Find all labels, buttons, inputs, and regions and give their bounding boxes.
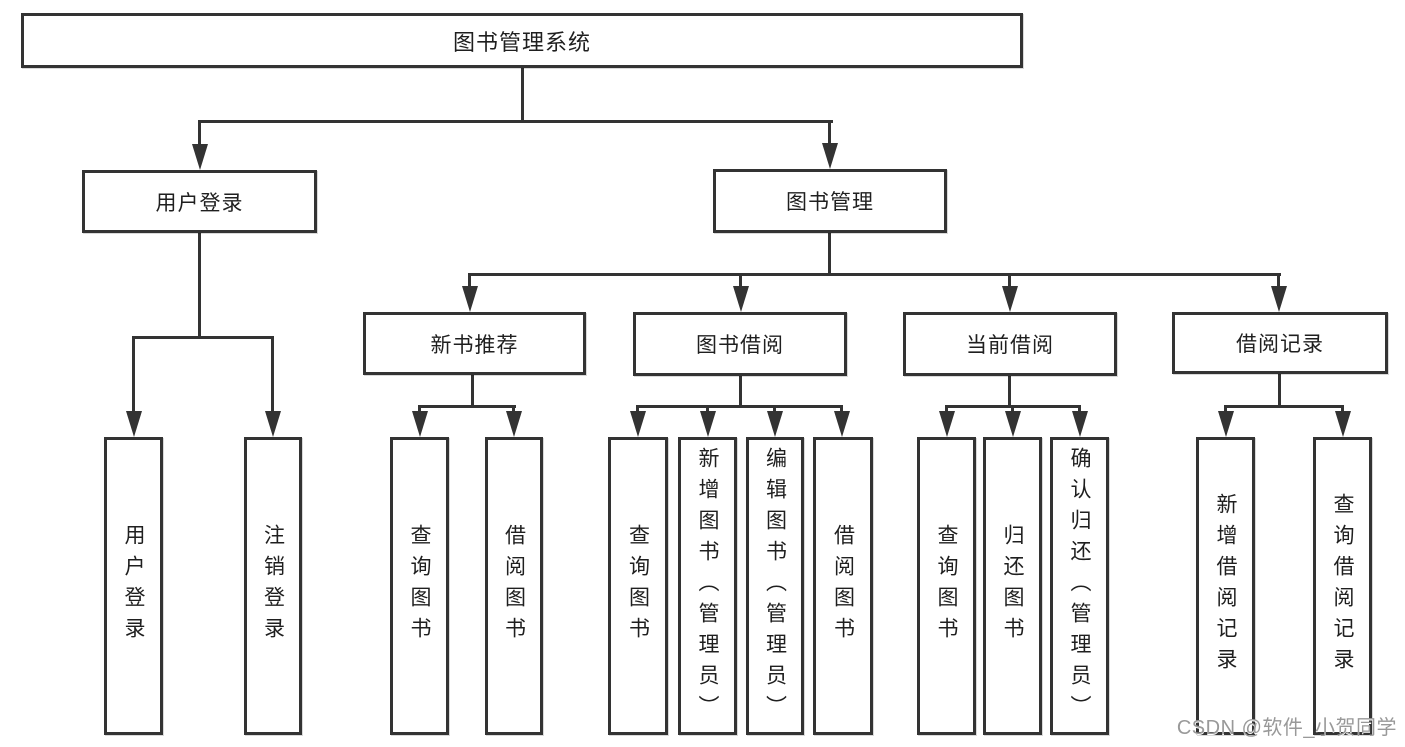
node-label: 新书推荐 bbox=[430, 333, 519, 357]
arrow-down-icon bbox=[1218, 411, 1234, 437]
arrow-down-icon bbox=[822, 143, 838, 169]
node-library-system: 图书管理系统 bbox=[21, 13, 1023, 68]
leaf-label: 确认归还（管理员） bbox=[1068, 446, 1091, 726]
node-label: 图书管理 bbox=[786, 191, 874, 214]
connector-drop-user-login bbox=[198, 123, 201, 144]
connector-drop-borrow-query bbox=[636, 408, 639, 411]
connector-drop-borrow-records bbox=[1277, 276, 1280, 286]
node-label: 当前借阅 bbox=[966, 334, 1054, 357]
connector-drop-current-query bbox=[945, 408, 948, 411]
connector-root-stem bbox=[521, 66, 524, 122]
leaf-add-borrow-record: 新增借阅记录 bbox=[1196, 437, 1255, 735]
arrow-down-icon bbox=[1005, 411, 1021, 437]
leaf-user-login: 用户登录 bbox=[104, 437, 163, 735]
connector-drop-current-return bbox=[1011, 408, 1014, 411]
connector-drop-borrow-edit bbox=[773, 408, 776, 411]
arrow-down-icon bbox=[1271, 286, 1287, 312]
leaf-label: 编辑图书（管理员） bbox=[763, 446, 787, 726]
leaf-label: 借阅图书 bbox=[831, 524, 855, 648]
arrow-down-icon bbox=[630, 411, 646, 437]
arrow-down-icon bbox=[1335, 411, 1351, 437]
leaf-label: 查询图书 bbox=[935, 524, 958, 648]
arrow-down-icon bbox=[126, 411, 142, 437]
arrow-down-icon bbox=[834, 411, 850, 437]
connector-group-a-rail bbox=[132, 336, 274, 339]
leaf-logout-login: 注销登录 bbox=[244, 437, 302, 735]
arrow-down-icon bbox=[506, 411, 522, 437]
leaf-add-books-admin: 新增图书（管理员） bbox=[678, 437, 737, 735]
arrow-down-icon bbox=[1002, 286, 1018, 312]
node-current-borrowing: 当前借阅 bbox=[903, 312, 1117, 376]
connector-drop-new-book-rec bbox=[468, 276, 471, 286]
arrow-down-icon bbox=[700, 411, 716, 437]
leaf-query-books-recommend: 查询图书 bbox=[390, 437, 449, 735]
watermark: CSDN @软件_小贺同学 bbox=[1176, 717, 1397, 739]
connector-borrow-records-stem bbox=[1278, 374, 1281, 407]
connector-drop-rec-borrow bbox=[512, 408, 515, 411]
arrow-down-icon bbox=[1072, 411, 1088, 437]
node-book-management: 图书管理 bbox=[713, 169, 947, 233]
arrow-down-icon bbox=[412, 411, 428, 437]
connector-user-login-stem bbox=[198, 233, 201, 338]
arrow-down-icon bbox=[733, 286, 749, 312]
leaf-label: 查询图书 bbox=[408, 524, 431, 648]
node-label: 图书借阅 bbox=[696, 334, 784, 357]
connector-book-mgmt-stem bbox=[828, 233, 831, 275]
leaf-query-books-borrowing: 查询图书 bbox=[608, 437, 668, 735]
node-label: 借阅记录 bbox=[1236, 333, 1324, 356]
connector-drop-current-borrow bbox=[1008, 276, 1011, 286]
connector-drop-current-confirm bbox=[1078, 408, 1081, 411]
leaf-label: 新增借阅记录 bbox=[1214, 493, 1237, 679]
node-user-login: 用户登录 bbox=[82, 170, 317, 233]
arrow-down-icon bbox=[939, 411, 955, 437]
node-book-borrowing: 图书借阅 bbox=[633, 312, 847, 376]
node-new-book-recommend: 新书推荐 bbox=[363, 312, 586, 375]
leaf-confirm-return-admin: 确认归还（管理员） bbox=[1050, 437, 1109, 735]
connector-book-borrow-stem bbox=[739, 375, 742, 405]
connector-group-b-rail bbox=[418, 405, 516, 408]
node-borrowing-records: 借阅记录 bbox=[1172, 312, 1388, 374]
leaf-label: 归还图书 bbox=[1001, 524, 1024, 648]
connector-group-e-rail bbox=[1224, 405, 1344, 408]
leaf-label: 查询图书 bbox=[626, 524, 650, 648]
leaf-edit-books-admin: 编辑图书（管理员） bbox=[746, 437, 804, 735]
connector-drop-book-mgmt bbox=[828, 123, 831, 143]
leaf-label: 查询借阅记录 bbox=[1331, 493, 1354, 679]
connector-new-book-rec-stem bbox=[471, 375, 474, 405]
connector-drop-records-query bbox=[1341, 408, 1344, 411]
leaf-return-books: 归还图书 bbox=[983, 437, 1042, 735]
leaf-label: 用户登录 bbox=[122, 524, 145, 648]
leaf-label: 借阅图书 bbox=[502, 524, 526, 648]
leaf-borrow-books-recommend: 借阅图书 bbox=[485, 437, 543, 735]
leaf-query-books-current: 查询图书 bbox=[917, 437, 976, 735]
leaf-query-borrow-record: 查询借阅记录 bbox=[1313, 437, 1372, 735]
connector-group-d-rail bbox=[945, 405, 1081, 408]
connector-level3-rail bbox=[468, 273, 1281, 276]
connector-current-borrow-stem bbox=[1008, 375, 1011, 405]
connector-level1-rail bbox=[198, 120, 833, 123]
connector-drop-book-borrow bbox=[739, 276, 742, 286]
connector-drop-records-add bbox=[1224, 408, 1227, 411]
leaf-label: 注销登录 bbox=[261, 524, 285, 648]
arrow-down-icon bbox=[192, 144, 208, 170]
connector-drop-rec-query bbox=[418, 408, 421, 411]
connector-drop-borrow-add bbox=[706, 408, 709, 411]
connector-drop-leaf-logout bbox=[271, 339, 274, 411]
arrow-down-icon bbox=[462, 286, 478, 312]
node-label: 用户登录 bbox=[155, 191, 244, 215]
node-label: 图书管理系统 bbox=[452, 29, 591, 55]
leaf-label: 新增图书（管理员） bbox=[696, 446, 719, 726]
arrow-down-icon bbox=[767, 411, 783, 437]
leaf-borrow-books-borrowing: 借阅图书 bbox=[813, 437, 873, 735]
connector-drop-leaf-user-login bbox=[132, 339, 135, 411]
connector-group-c-rail bbox=[636, 405, 843, 408]
arrow-down-icon bbox=[265, 411, 281, 437]
connector-drop-borrow-borrow bbox=[840, 408, 843, 411]
